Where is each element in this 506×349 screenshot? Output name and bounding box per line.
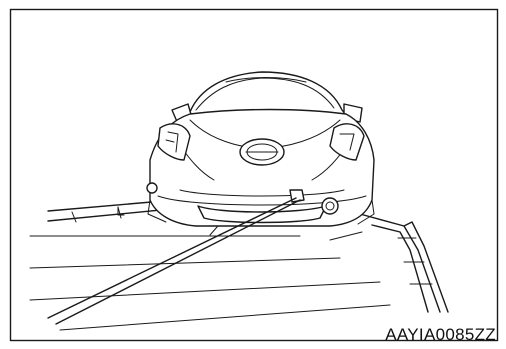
car-illustration [146, 71, 375, 227]
tow-cable [47, 197, 301, 325]
figure-border [9, 8, 499, 342]
figure-code-label: AAYIA0085ZZ [385, 325, 496, 344]
